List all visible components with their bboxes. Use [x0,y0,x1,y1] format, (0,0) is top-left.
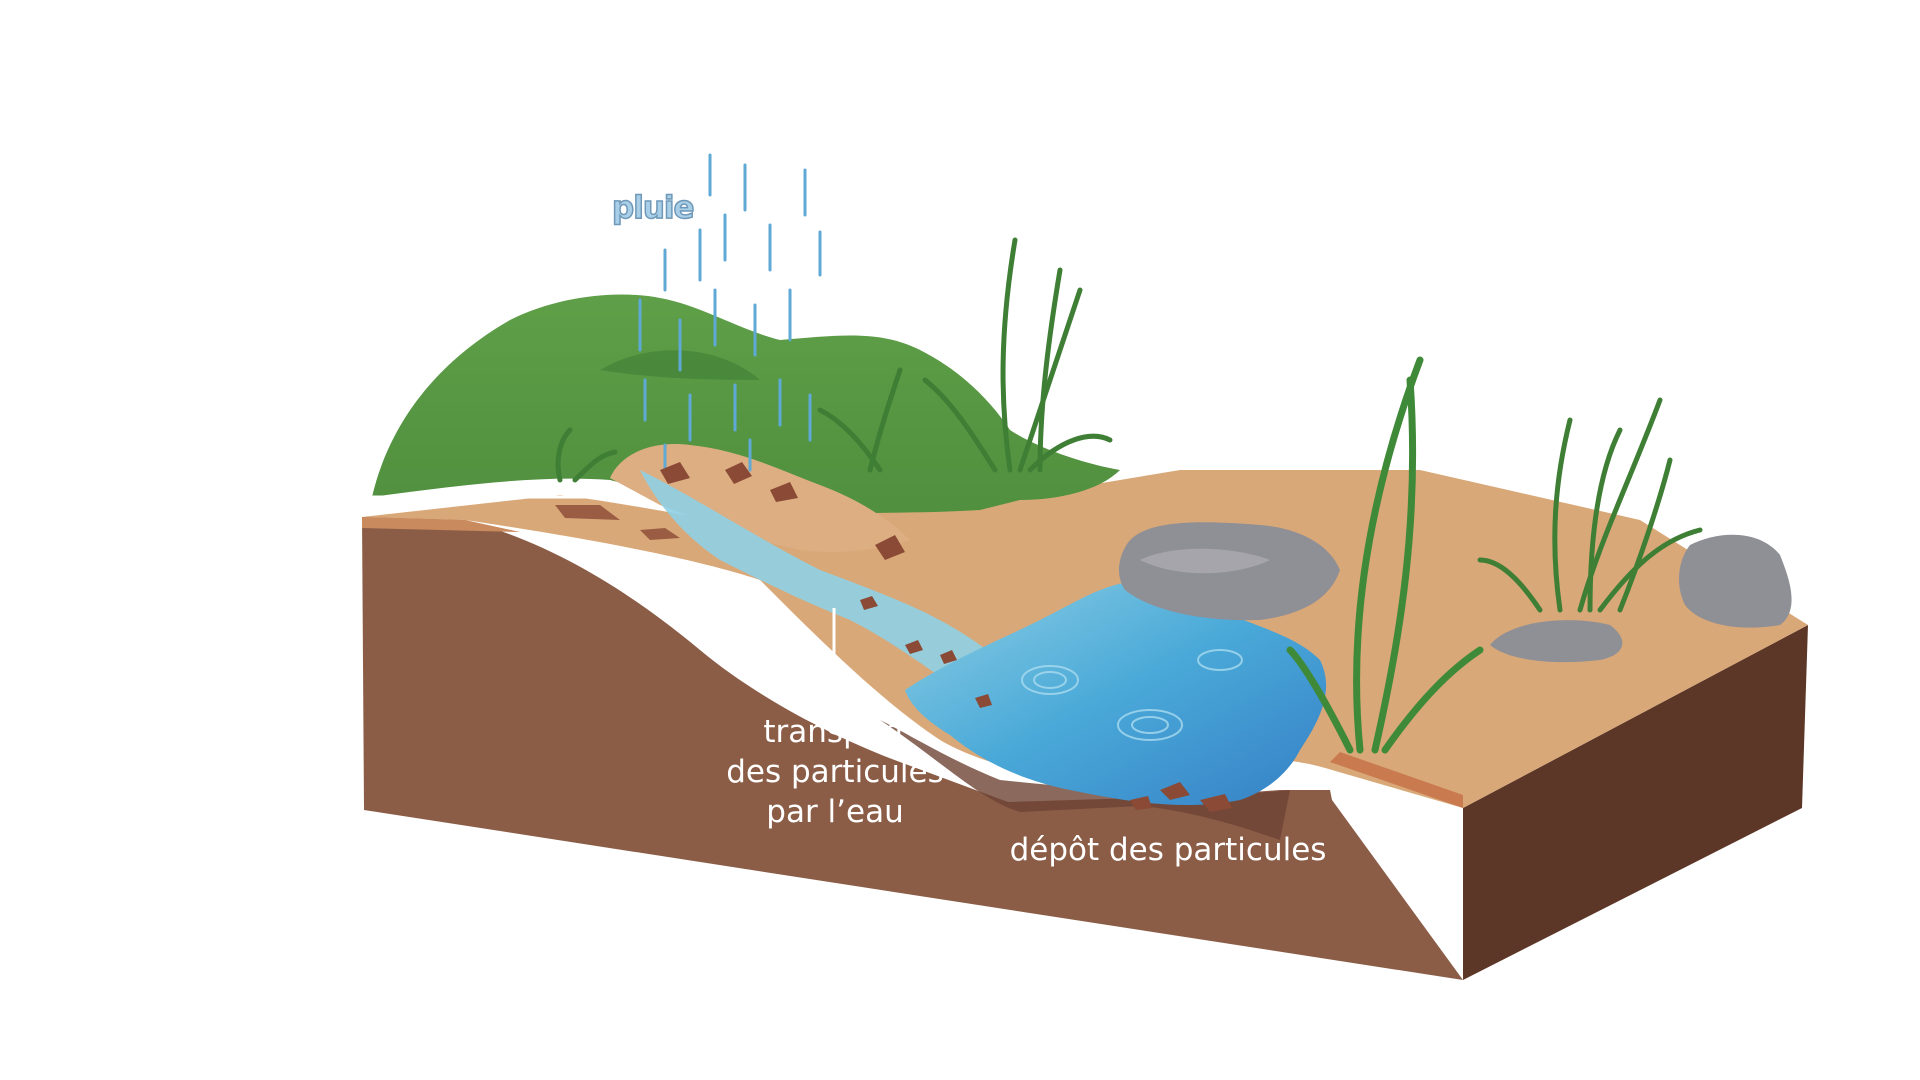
grass-tuft-right [1477,397,1703,613]
soil-edge-left [362,517,520,532]
lake [905,580,1327,806]
soil-edge [1330,752,1463,808]
water-ripples [1021,649,1243,741]
soil-side-face [1463,625,1808,980]
label-transport-line-1: transport [763,714,907,750]
lake-shadow [880,720,1290,840]
grey-rocks [1118,522,1792,663]
label-transport-line-2: des particules [726,754,944,790]
rain-drops [638,153,822,472]
label-deposit: dépôt des particules [1009,832,1327,868]
pointer-lines [372,495,836,700]
particles [555,462,1232,812]
soil-front-face [362,517,1463,980]
water-stream [640,470,1010,690]
label-transport-line-3: par l’eau [766,794,904,830]
label-transport: transport des particules par l’eau [700,712,970,832]
label-rain: pluie [611,189,695,227]
grass-tuft-hill [555,237,1113,483]
grass-tuft-reeds [1286,356,1484,754]
